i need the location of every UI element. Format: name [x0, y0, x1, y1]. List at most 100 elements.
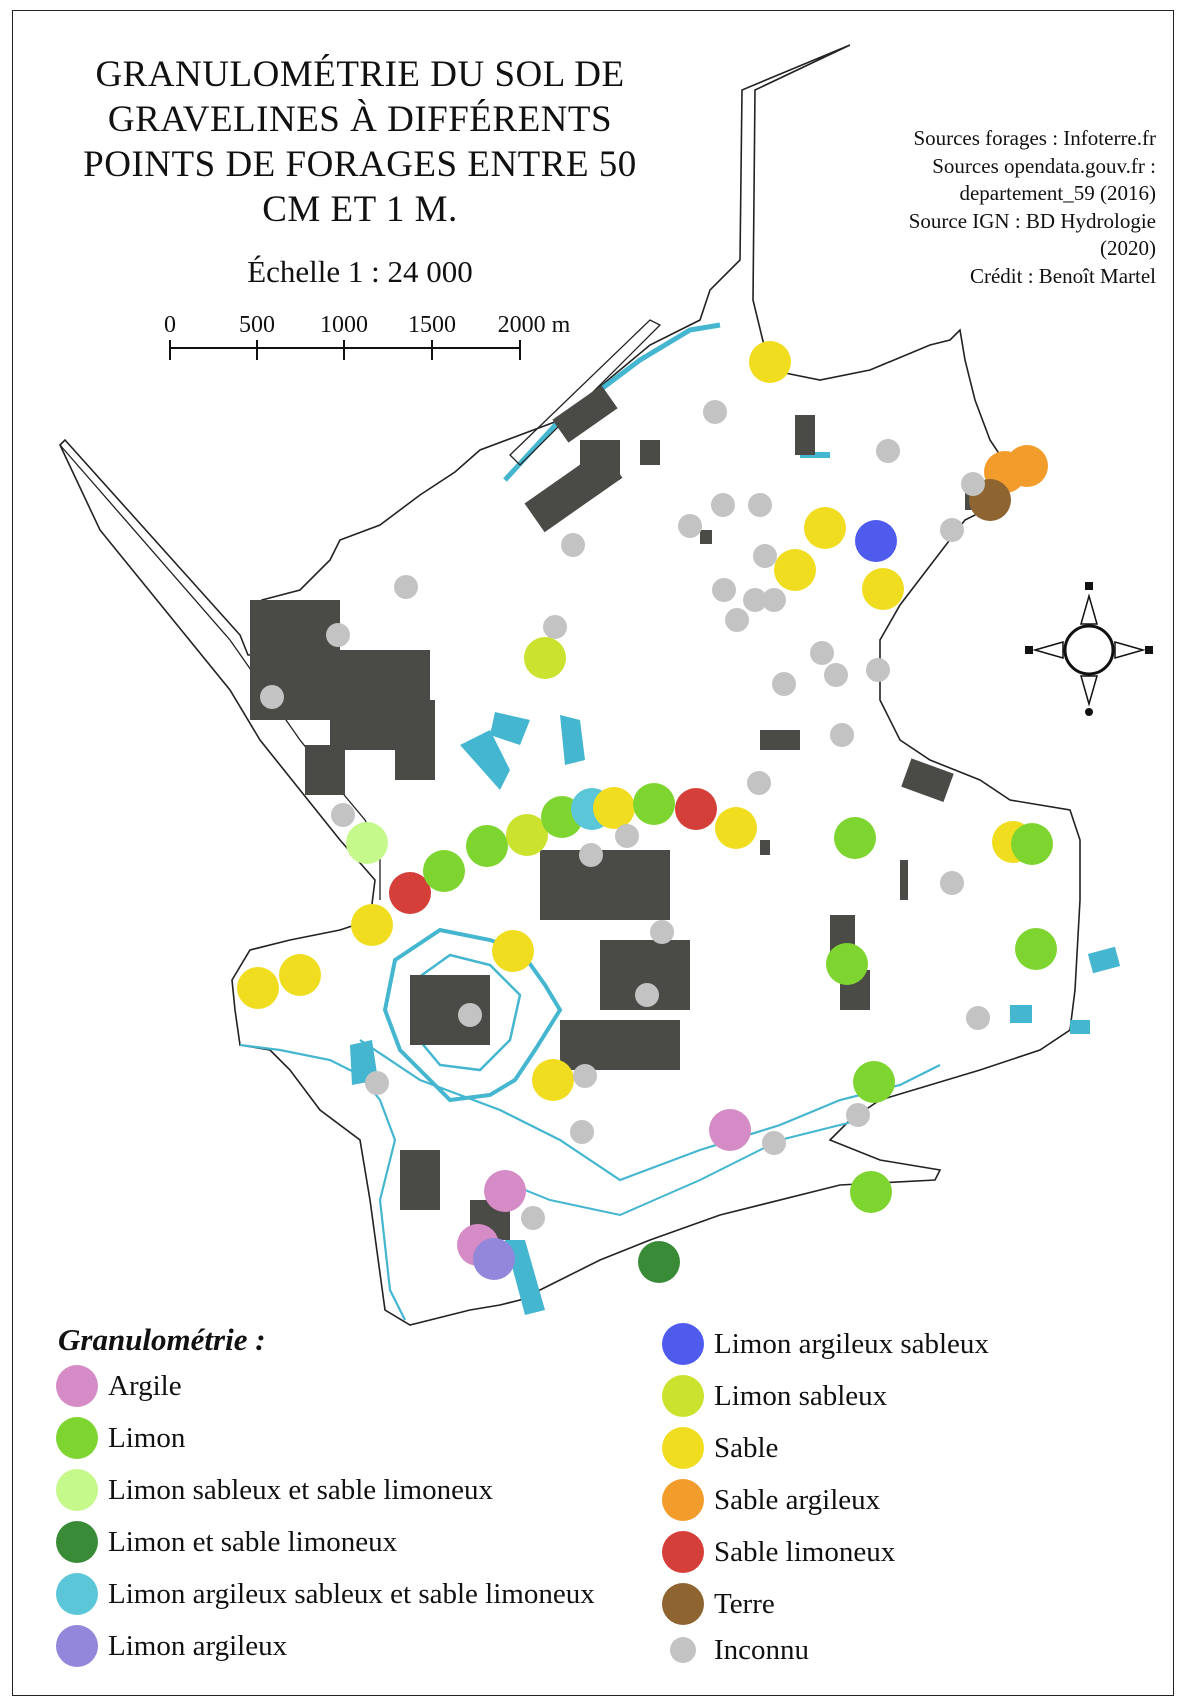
source-line: departement_59 (2016): [959, 181, 1156, 205]
legend-swatch: [56, 1625, 98, 1667]
legend-label: Limon sableux et sable limoneux: [108, 1473, 493, 1506]
legend-label: Inconnu: [714, 1633, 810, 1666]
sampling-point: [331, 803, 355, 827]
legend-label: Argile: [108, 1369, 182, 1402]
scale-tick-1000: 1000: [320, 312, 368, 338]
sampling-point: [810, 641, 834, 665]
sampling-points: [237, 341, 1057, 1283]
sampling-point: [1011, 823, 1053, 865]
legend-item-sable-limoneux: Sable limoneux: [662, 1526, 895, 1578]
legend-item-limon-argileux-sableux-sable-limoneux: Limon argileux sableux et sable limoneux: [56, 1568, 595, 1620]
sampling-point: [772, 672, 796, 696]
sampling-point: [826, 943, 868, 985]
sampling-point: [543, 615, 567, 639]
legend-swatch: [662, 1583, 704, 1625]
legend-item-sable: Sable: [662, 1422, 778, 1474]
sampling-point: [940, 871, 964, 895]
scale-tick-0: 0: [164, 312, 176, 338]
sampling-point: [748, 493, 772, 517]
legend-item-limon-sableux-sable-limoneux: Limon sableux et sable limoneux: [56, 1464, 493, 1516]
legend-label: Limon argileux: [108, 1629, 288, 1662]
sampling-point: [532, 1059, 574, 1101]
sampling-point: [638, 1241, 680, 1283]
legend-item-limon-argileux-sableux: Limon argileux sableux: [662, 1318, 989, 1370]
sampling-point: [346, 822, 388, 864]
sampling-point: [260, 685, 284, 709]
legend-label: Sable: [714, 1431, 779, 1464]
map-title: GRANULOMÉTRIE DU SOL DE GRAVELINES À DIF…: [83, 54, 637, 230]
legend-swatch: [56, 1365, 98, 1407]
sampling-point: [678, 514, 702, 538]
legend-item-inconnu: Inconnu: [662, 1624, 809, 1676]
sampling-point: [593, 787, 635, 829]
sampling-point: [725, 608, 749, 632]
legend-swatch: [56, 1469, 98, 1511]
sampling-point: [279, 954, 321, 996]
source-line: Sources opendata.gouv.fr :: [932, 153, 1156, 178]
sampling-point: [561, 533, 585, 557]
legend-label: Terre: [714, 1587, 775, 1620]
sampling-point: [834, 817, 876, 859]
source-line: Crédit : Benoît Martel: [969, 263, 1156, 288]
sampling-point: [850, 1171, 892, 1213]
legend-label: Sable limoneux: [714, 1535, 896, 1568]
legend-item-limon: Limon: [56, 1412, 185, 1464]
sampling-point: [855, 520, 897, 562]
sampling-point: [365, 1071, 389, 1095]
sampling-point: [650, 920, 674, 944]
sampling-point: [579, 843, 603, 867]
sampling-point: [466, 825, 508, 867]
legend-title: Granulométrie :: [58, 1322, 266, 1357]
lake-3: [560, 715, 585, 765]
canal-basin: [505, 1240, 545, 1315]
sampling-point: [506, 814, 548, 856]
sampling-point: [492, 930, 534, 972]
pond-east-1: [1087, 946, 1121, 974]
pond-east-2: [1010, 1005, 1032, 1023]
sampling-point: [423, 850, 465, 892]
legend-item-limon-argileux: Limon argileux: [56, 1620, 287, 1672]
sampling-point: [961, 472, 985, 496]
sampling-point: [804, 507, 846, 549]
legend-item-limon-sableux: Limon sableux: [662, 1370, 887, 1422]
legend-swatch: [662, 1531, 704, 1573]
scale-tick-500: 500: [239, 312, 275, 338]
sampling-point: [830, 723, 854, 747]
sampling-point: [458, 1003, 482, 1027]
sampling-point: [862, 568, 904, 610]
legend-swatch: [662, 1375, 704, 1417]
sampling-point: [711, 493, 735, 517]
sampling-point: [484, 1170, 526, 1212]
sampling-point: [876, 439, 900, 463]
sampling-point: [573, 1064, 597, 1088]
sampling-point: [709, 1109, 751, 1151]
jetty: [509, 319, 662, 466]
legend-label: Limon sableux: [714, 1379, 888, 1412]
sampling-point: [615, 824, 639, 848]
legend-swatch: [662, 1427, 704, 1469]
sampling-point: [473, 1238, 515, 1280]
sampling-point: [715, 807, 757, 849]
scale-label: Échelle 1 : 24 000: [247, 254, 473, 289]
sampling-point: [524, 637, 566, 679]
sources-block: Sources forages : Infoterre.fr Sources o…: [836, 125, 1156, 290]
legend-swatch: [662, 1479, 704, 1521]
sampling-point: [570, 1120, 594, 1144]
scale-bar: [169, 340, 521, 360]
legend-label: Limon argileux sableux: [714, 1327, 989, 1360]
sampling-point: [853, 1061, 895, 1103]
sampling-point: [237, 967, 279, 1009]
sampling-point: [749, 341, 791, 383]
river-south-2: [499, 1119, 861, 1217]
sampling-point: [747, 771, 771, 795]
sampling-point: [743, 588, 767, 612]
pond-east-3: [1070, 1020, 1090, 1034]
legend-label: Limon et sable limoneux: [108, 1525, 398, 1558]
lake-2: [490, 712, 530, 745]
legend-item-sable-argileux: Sable argileux: [662, 1474, 880, 1526]
legend-swatch: [56, 1521, 98, 1563]
legend-label: Sable argileux: [714, 1483, 881, 1516]
legend-swatch: [56, 1573, 98, 1615]
sampling-point: [774, 549, 816, 591]
